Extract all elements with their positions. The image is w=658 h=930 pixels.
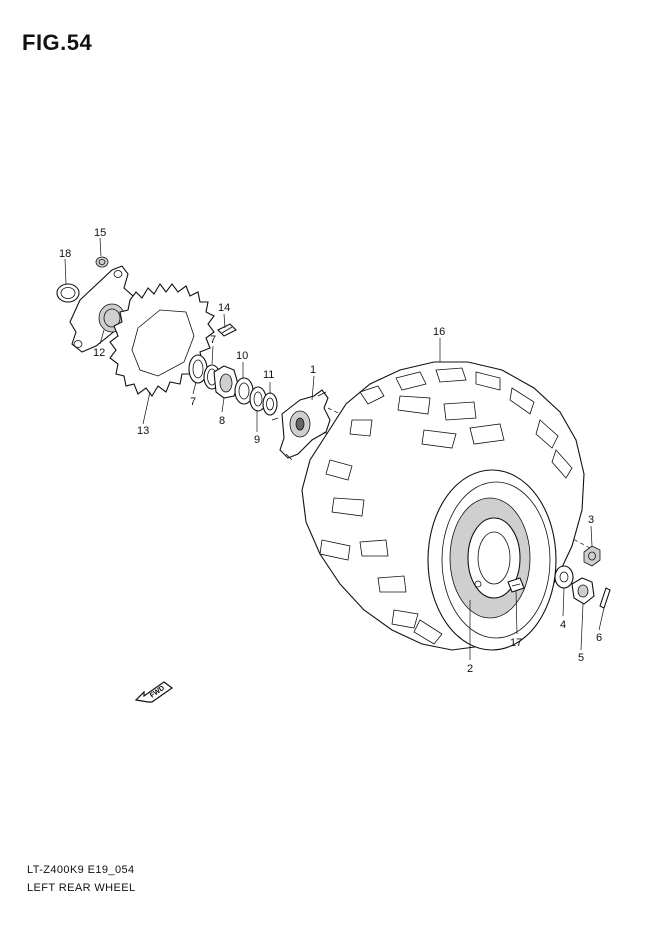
part-15-nut[interactable] <box>95 256 109 268</box>
part-1-wheel-hub[interactable] <box>271 389 333 461</box>
forward-arrow-icon: FWD <box>134 678 176 711</box>
figure-name: LEFT REAR WHEEL <box>27 882 136 894</box>
callout-5: 5 <box>578 652 584 664</box>
part-9-washer[interactable] <box>249 386 267 412</box>
part-17-valve[interactable] <box>511 583 521 587</box>
part-5-castle-nut[interactable] <box>571 577 595 605</box>
callout-4: 4 <box>560 619 566 631</box>
callout-18: 18 <box>59 248 71 260</box>
part-18-o-ring[interactable] <box>56 283 80 303</box>
part-8-bearing-nut[interactable] <box>213 365 239 399</box>
callout-14: 14 <box>218 302 230 314</box>
leader-lines <box>64 237 605 660</box>
part-14-bolt[interactable] <box>217 323 237 337</box>
callout-11: 11 <box>263 369 274 381</box>
callout-3: 3 <box>588 514 594 526</box>
part-6-cotter-pin[interactable] <box>599 587 611 609</box>
callout-7b: 7 <box>190 396 196 408</box>
callout-7a: 7 <box>210 334 216 346</box>
callout-10: 10 <box>236 350 248 362</box>
part-4-washer[interactable] <box>554 565 574 589</box>
part-10-ring[interactable] <box>234 377 254 405</box>
callout-9: 9 <box>254 434 260 446</box>
callout-17: 17 <box>510 637 522 649</box>
figure-title: FIG.54 <box>22 30 93 55</box>
callout-15: 15 <box>94 227 106 239</box>
callout-13: 13 <box>137 425 149 437</box>
callout-8: 8 <box>219 415 225 427</box>
part-3-wheel-nut[interactable] <box>583 545 601 567</box>
part-2-wheel-rim[interactable] <box>427 469 557 651</box>
part-11-washer[interactable] <box>262 392 278 416</box>
callout-1: 1 <box>310 364 316 376</box>
callout-6: 6 <box>596 632 602 644</box>
callout-16: 16 <box>433 326 445 338</box>
callout-12: 12 <box>93 347 105 359</box>
model-code: LT-Z400K9 E19_054 <box>27 864 135 876</box>
callout-2: 2 <box>467 663 473 675</box>
